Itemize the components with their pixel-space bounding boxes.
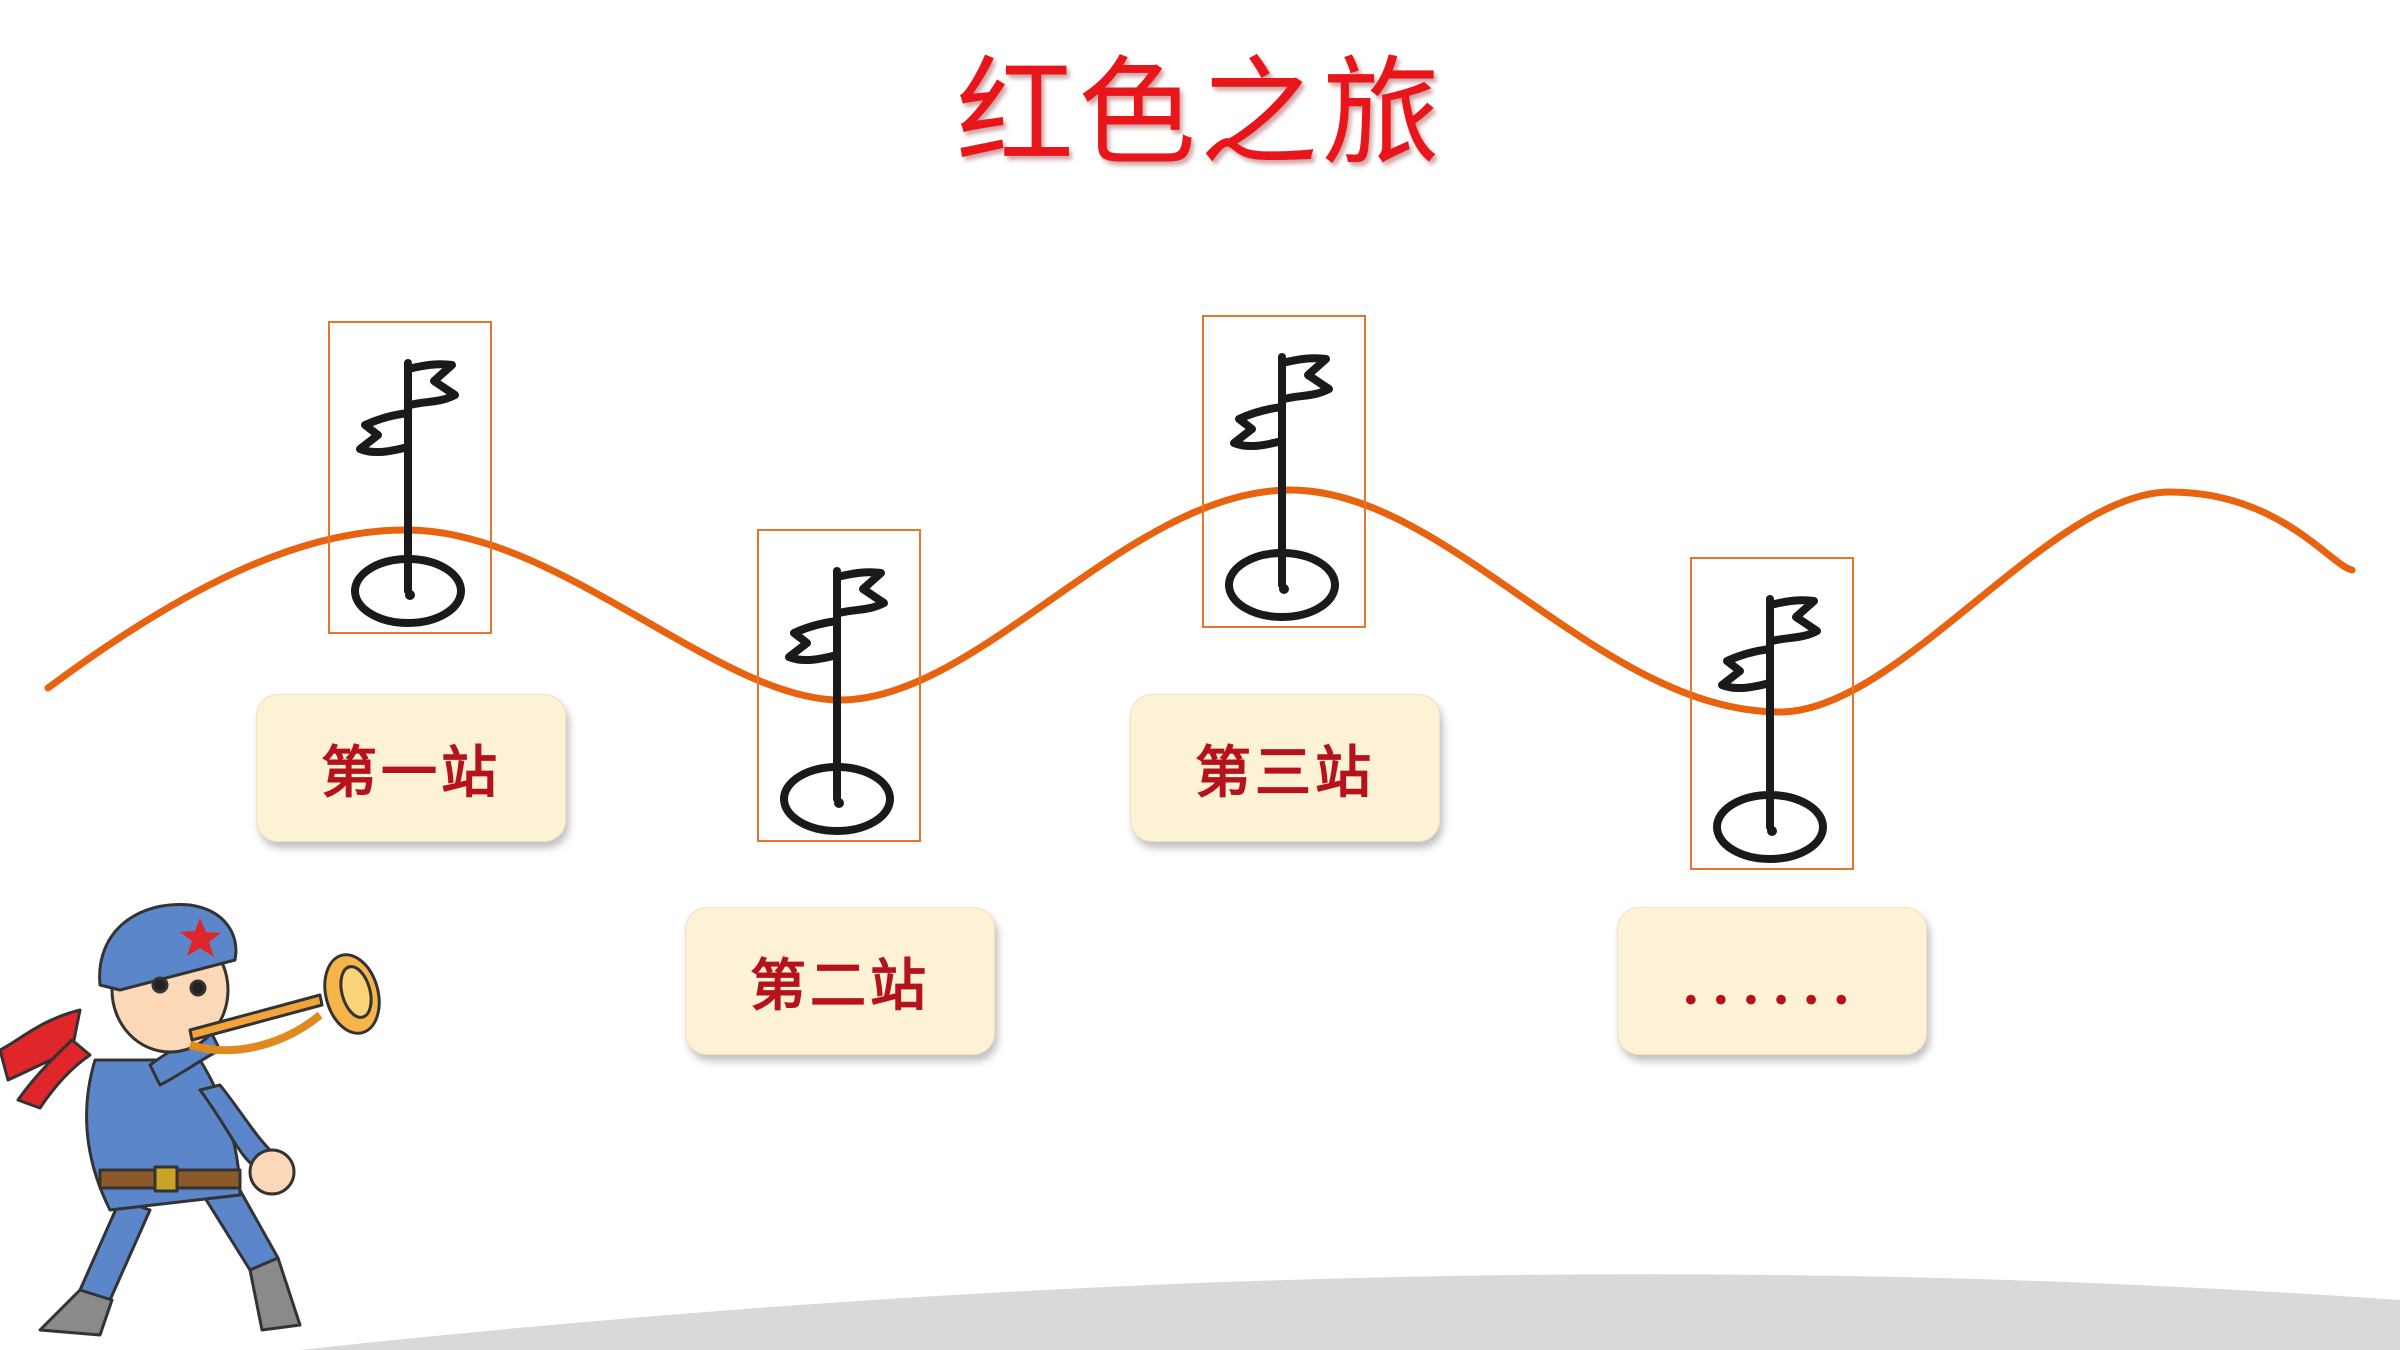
station-1-flag-marker[interactable] (328, 321, 492, 634)
station-1-button[interactable]: 第一站 (256, 694, 566, 842)
station-3-button[interactable]: 第三站 (1130, 694, 1440, 842)
station-3-flag-marker[interactable] (1202, 315, 1366, 628)
flag-marker-icon (351, 359, 465, 627)
flag-marker-icon (1225, 353, 1339, 621)
station-2-button[interactable]: 第二站 (685, 907, 995, 1055)
flag-marker-icon (780, 567, 894, 835)
station-4-flag-marker[interactable] (1690, 557, 1854, 870)
page-title: 红色之旅 (955, 44, 1444, 182)
station-more-button[interactable]: ...... (1617, 907, 1927, 1055)
station-2-flag-marker[interactable] (757, 529, 921, 842)
flag-marker-icon (1713, 595, 1827, 863)
